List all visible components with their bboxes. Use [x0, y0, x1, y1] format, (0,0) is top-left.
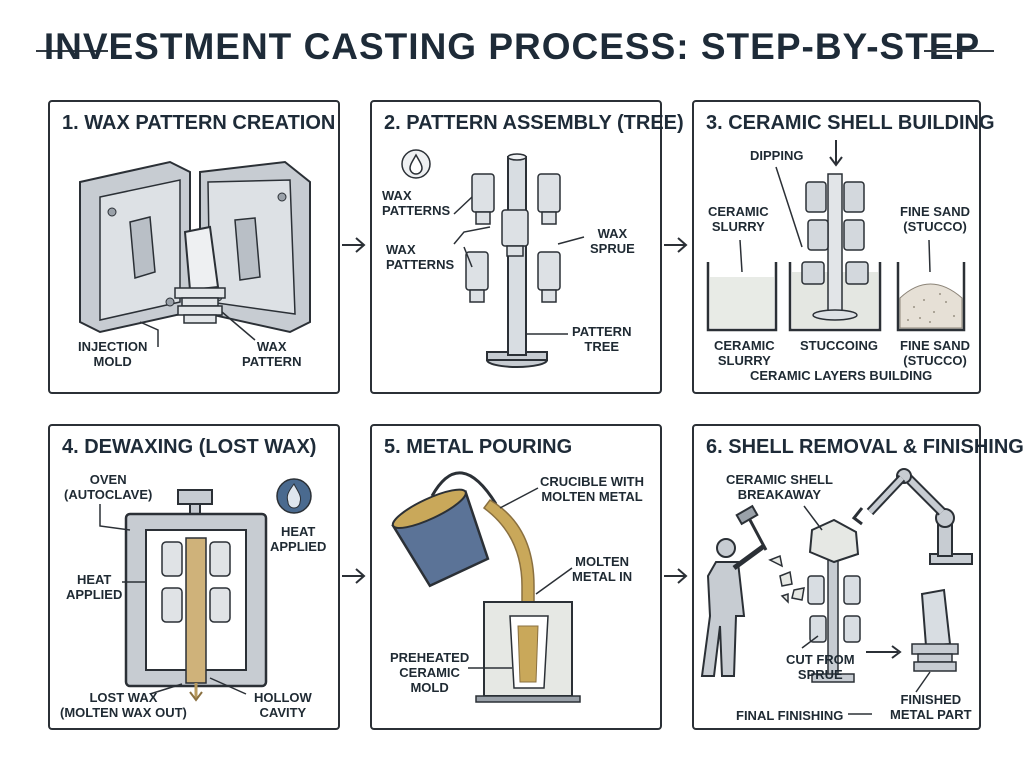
label-oven: OVEN (AUTOCLAVE) — [64, 472, 153, 502]
header: INVESTMENT CASTING PROCESS: STEP-BY-STEP — [0, 18, 1024, 78]
panel-title: 1. WAX PATTERN CREATION — [62, 112, 336, 134]
dewaxing-illustration — [99, 478, 312, 702]
label-ceramic-slurry-top: CERAMIC SLURRY — [708, 204, 769, 234]
panel-title: 2. PATTERN ASSEMBLY (TREE) — [384, 112, 684, 134]
label-stuccoing: STUCCOING — [800, 338, 878, 353]
shell-building-illustration — [706, 140, 966, 332]
label-wax-patterns-mid: WAX PATTERNS — [386, 242, 455, 272]
panel-dewaxing: 4. DEWAXING (LOST WAX) OVEN (AUTOCLAVE) … — [48, 424, 340, 730]
panel-metal-pouring: 5. METAL POURING CRUCIBLE WITH MOLTEN ME… — [370, 424, 662, 730]
label-hollow-cavity: HOLLOW CAVITY — [254, 690, 312, 720]
panel-wax-pattern-creation: 1. WAX PATTERN CREATION INJECTION MOLD W… — [48, 100, 340, 394]
label-cut-from-sprue: CUT FROM SPRUE — [786, 652, 855, 682]
label-fine-sand-top: FINE SAND (STUCCO) — [900, 204, 971, 234]
arrow-right-icon — [342, 237, 366, 253]
label-dipping: DIPPING — [750, 148, 804, 163]
arrow-right-icon — [664, 237, 688, 253]
label-heat-applied-left: HEAT APPLIED — [66, 572, 123, 602]
wax-mold-illustration — [79, 160, 311, 347]
label-ceramic-slurry-bottom: CERAMIC SLURRY — [714, 338, 775, 368]
shell-removal-illustration — [700, 468, 973, 715]
label-final-finishing: FINAL FINISHING — [736, 708, 844, 723]
metal-pouring-illustration — [391, 471, 581, 703]
label-preheated-mold: PREHEATED CERAMIC MOLD — [390, 650, 470, 695]
panel-pattern-assembly: 2. PATTERN ASSEMBLY (TREE) WAX PATTERNS … — [370, 100, 684, 394]
label-molten-metal: MOLTEN METAL IN — [572, 554, 633, 584]
title-rule-left — [36, 50, 108, 52]
page-title: INVESTMENT CASTING PROCESS: STEP-BY-STEP — [43, 26, 981, 67]
label-wax-sprue: WAX SPRUE — [590, 226, 635, 256]
label-injection-mold: INJECTION MOLD — [78, 339, 148, 369]
arrow-right-icon — [664, 568, 688, 584]
arrow-right-icon — [342, 568, 366, 584]
label-heat-applied-right: HEAT APPLIED — [270, 524, 327, 554]
label-fine-sand-bottom: FINE SAND (STUCCO) — [900, 338, 971, 368]
label-finished-part: FINISHED METAL PART — [890, 692, 972, 722]
label-ceramic-layers: CERAMIC LAYERS BUILDING — [750, 368, 933, 383]
panel-title: 3. CERAMIC SHELL BUILDING — [706, 112, 995, 134]
title-rule-right — [924, 50, 994, 52]
panel-shell-removal: 6. SHELL REMOVAL & FINISHING — [692, 424, 1024, 730]
pattern-tree-illustration — [401, 149, 585, 368]
panel-title: 4. DEWAXING (LOST WAX) — [62, 436, 317, 458]
label-shell-breakaway: CERAMIC SHELL BREAKAWAY — [726, 472, 833, 502]
panel-title: 6. SHELL REMOVAL & FINISHING — [706, 436, 1024, 458]
label-lost-wax: LOST WAX (MOLTEN WAX OUT) — [60, 690, 187, 720]
label-pattern-tree: PATTERN TREE — [572, 324, 632, 354]
label-crucible: CRUCIBLE WITH MOLTEN METAL — [540, 474, 644, 504]
label-wax-pattern: WAX PATTERN — [242, 339, 302, 369]
label-wax-patterns-top: WAX PATTERNS — [382, 188, 451, 218]
panel-title: 5. METAL POURING — [384, 436, 573, 458]
panel-ceramic-shell-building: 3. CERAMIC SHELL BUILDING — [692, 100, 995, 394]
